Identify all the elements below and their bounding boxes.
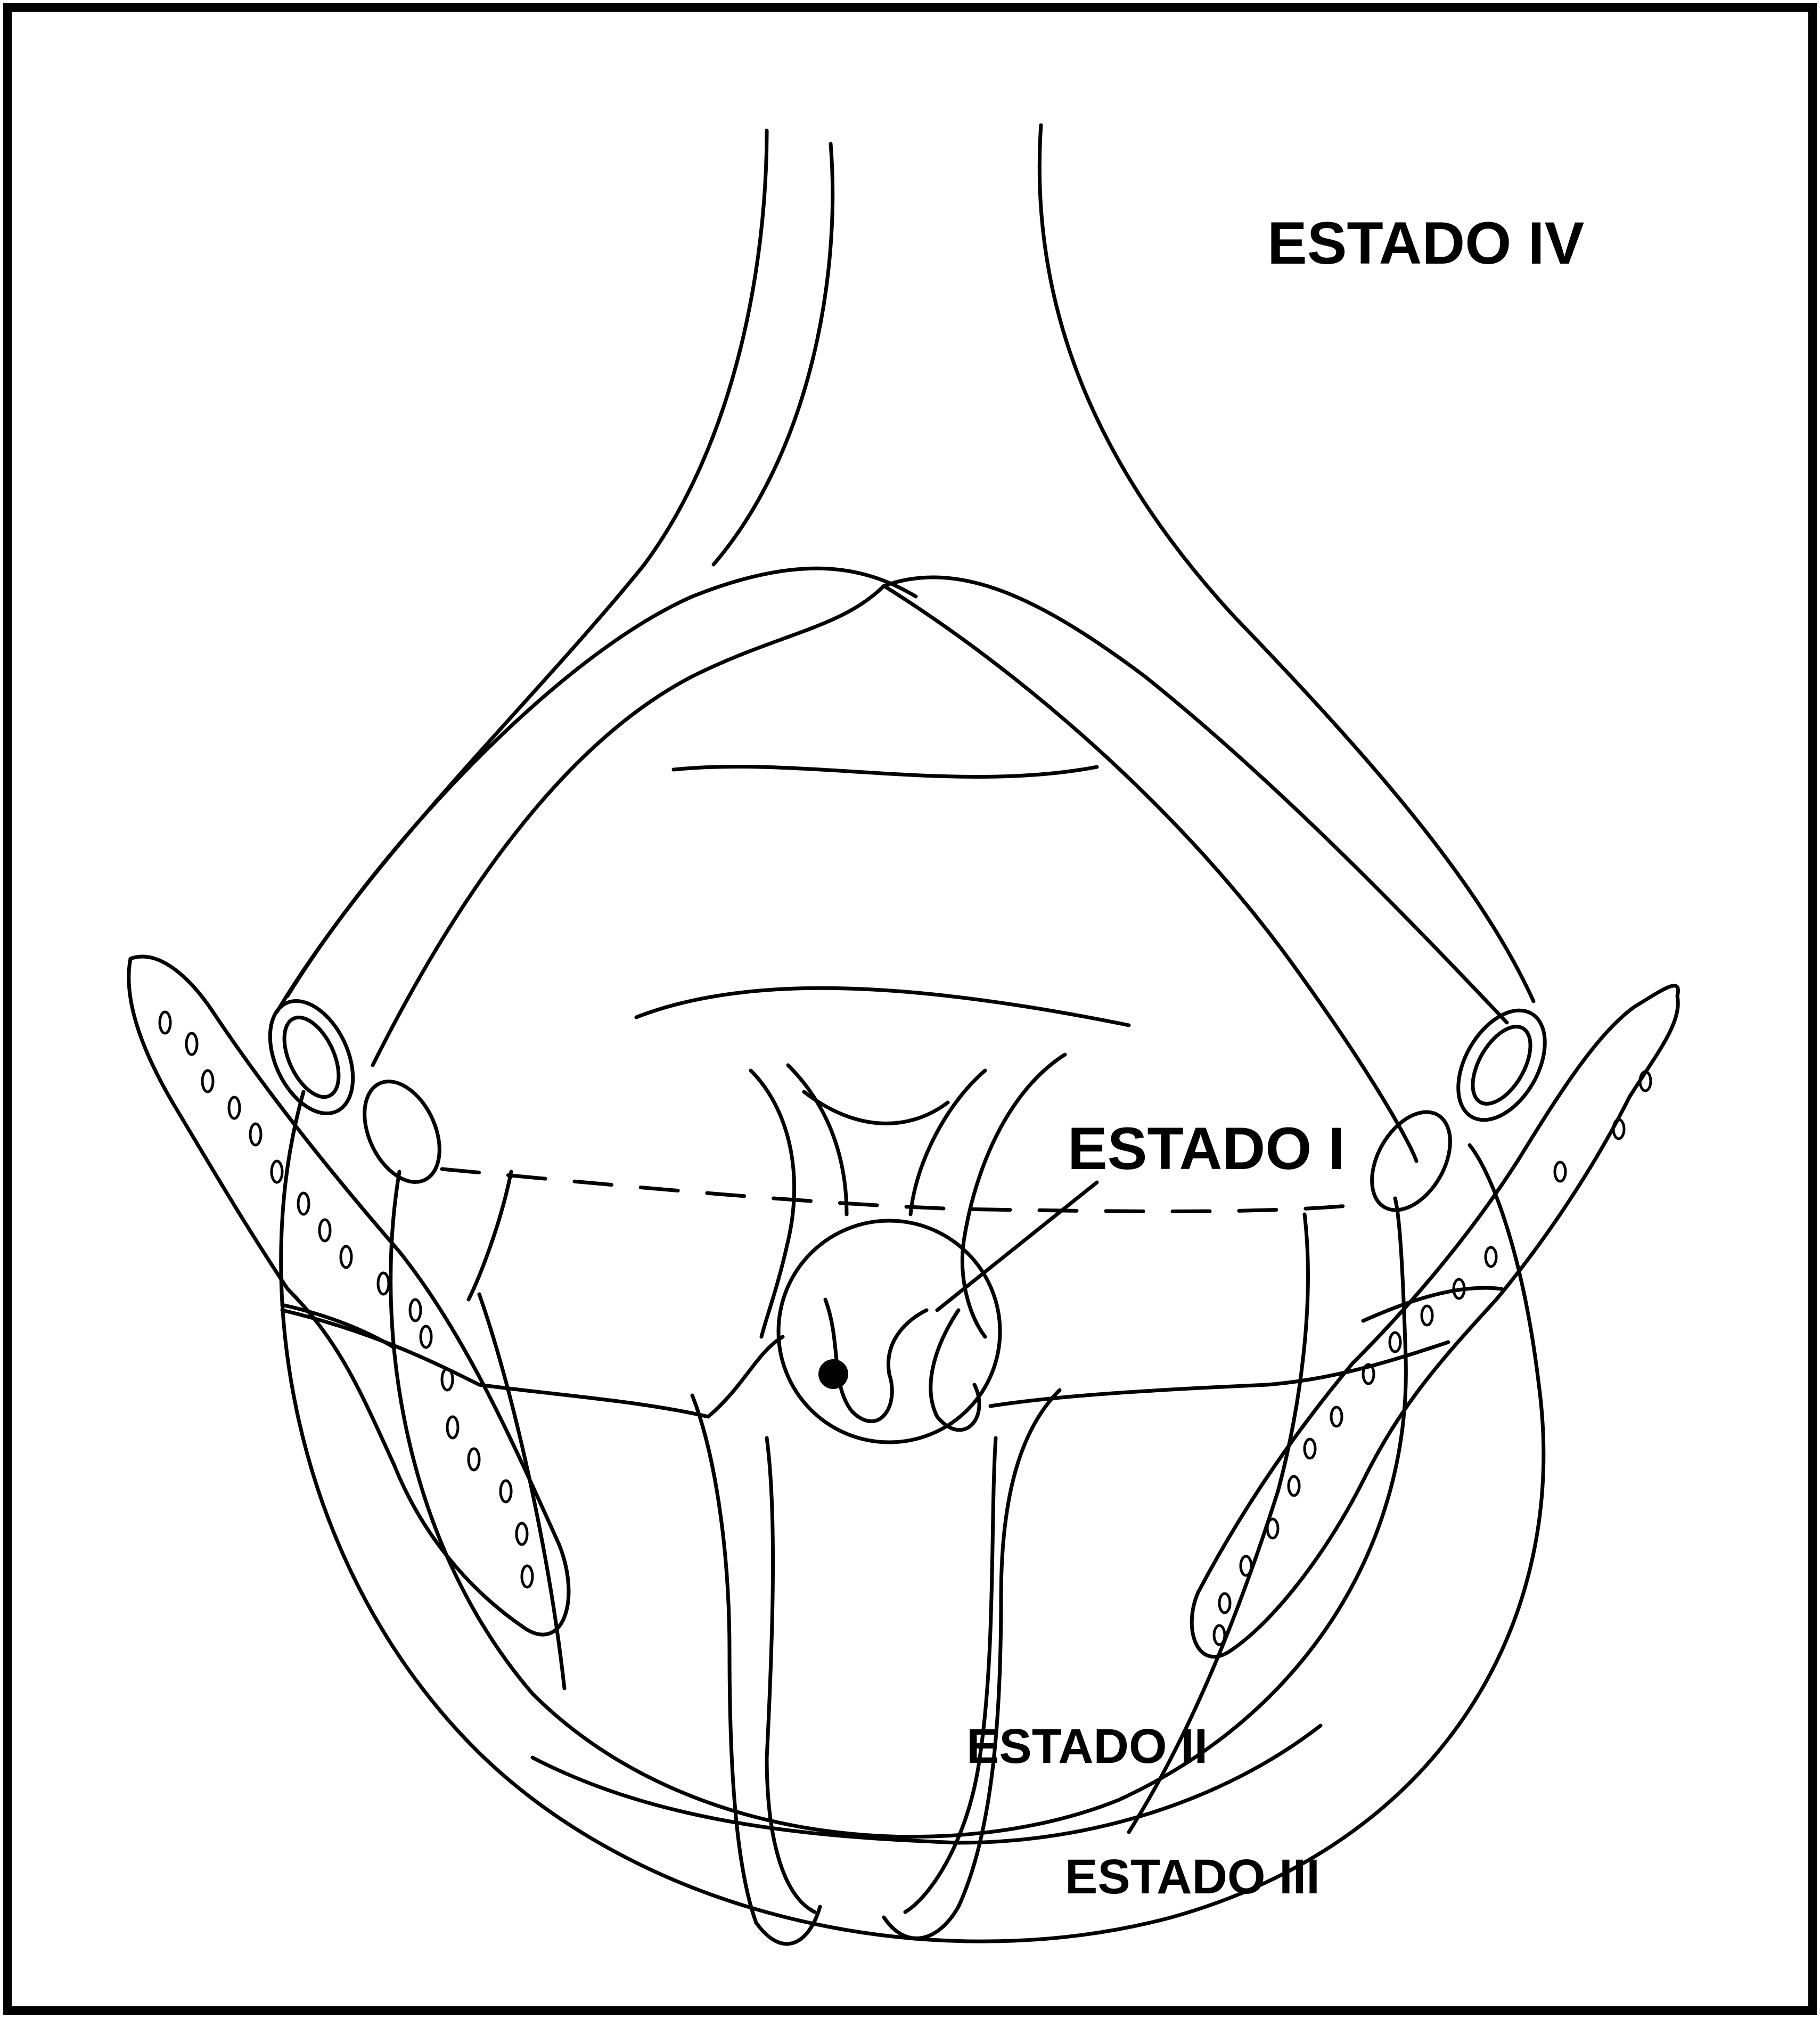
bladder-line <box>674 766 1097 777</box>
stage-i-label: ESTADO I <box>1068 1115 1345 1182</box>
vagina <box>692 1390 1060 1944</box>
left-bone-foramina <box>160 1012 532 1587</box>
inner-pelvic-outline <box>391 1172 1406 1837</box>
stage-ii-label: ESTADO II <box>966 1719 1208 1774</box>
right-iliac-bone <box>1192 986 1678 1657</box>
pelvic-wall-outline <box>281 1092 1544 1941</box>
pelvic-arch <box>288 568 1507 1161</box>
stage-i-region <box>778 1221 1000 1442</box>
ureter-ends <box>253 988 1563 1224</box>
parametrium-lines <box>282 1172 1448 1832</box>
uterine-fundus-line <box>636 988 1129 1025</box>
tumor-lesion <box>818 1359 848 1389</box>
uterus <box>751 1055 1065 1337</box>
stage-iv-label: ESTADO IV <box>1267 210 1584 276</box>
stage-iii-label: ESTADO III <box>1065 1850 1320 1904</box>
